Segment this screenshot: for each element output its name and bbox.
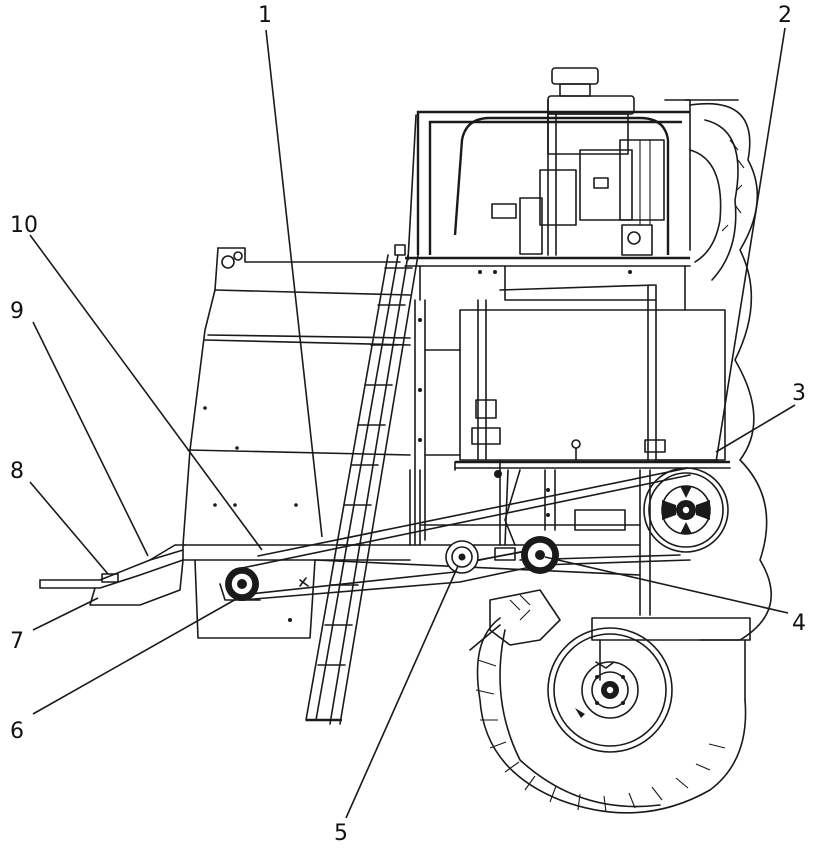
callout-3: 3 <box>792 381 806 406</box>
callout-2: 2 <box>778 3 792 28</box>
callout-6: 6 <box>10 719 24 744</box>
ladder <box>305 244 419 725</box>
callout-4: 4 <box>792 611 806 636</box>
drawbar <box>39 544 186 606</box>
leader-lines <box>29 27 796 819</box>
rear-tire <box>684 99 773 641</box>
callout-labels: 1 2 3 4 5 6 7 8 9 10 <box>10 3 806 846</box>
front-wheel <box>469 589 747 814</box>
callout-9: 9 <box>10 299 24 324</box>
callout-5: 5 <box>334 821 348 846</box>
callout-7: 7 <box>10 629 24 654</box>
large-pulley <box>643 459 729 553</box>
upper-platform <box>404 256 691 311</box>
callout-10: 10 <box>10 213 38 238</box>
callout-1: 1 <box>258 3 272 28</box>
belt-drive <box>219 459 691 601</box>
callout-8: 8 <box>10 459 24 484</box>
engine-assembly <box>407 67 691 261</box>
